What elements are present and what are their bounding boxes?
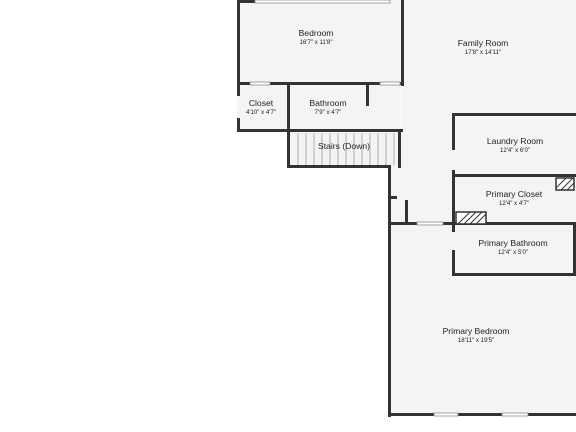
room-name: Stairs (Down) <box>318 141 370 151</box>
room-name: Primary Bathroom <box>478 238 547 248</box>
room-dimensions: 7'9" x 4'7" <box>315 109 342 116</box>
walls <box>237 0 576 417</box>
room-dimensions: 18'11" x 19'5" <box>458 337 494 344</box>
hatched-fixture-2 <box>455 211 487 225</box>
stairs-treads <box>297 133 395 165</box>
hatched-fixture-1 <box>555 177 575 191</box>
room-laundry-room: Laundry Room 12'4" x 6'0" <box>487 136 543 154</box>
windows <box>249 0 529 417</box>
room-primary-closet: Primary Closet 12'4" x 4'7" <box>486 189 543 207</box>
room-name: Closet <box>249 98 274 108</box>
room-name: Primary Bedroom <box>443 326 510 336</box>
room-primary-bathroom: Primary Bathroom 12'4" x 5'0" <box>478 238 547 256</box>
room-bedroom: Bedroom 16'7" x 11'8" <box>299 28 334 46</box>
room-name: Bathroom <box>309 98 346 108</box>
room-dimensions: 12'4" x 6'0" <box>500 147 530 154</box>
room-primary-bedroom: Primary Bedroom 18'11" x 19'5" <box>443 326 510 344</box>
room-name: Bedroom <box>299 28 334 38</box>
door-openings <box>237 96 455 250</box>
room-name: Family Room <box>458 38 509 48</box>
room-family-room: Family Room 17'8" x 14'11" <box>458 38 509 56</box>
room-closet: Closet 4'10" x 4'7" <box>246 98 276 116</box>
room-dimensions: 4'10" x 4'7" <box>246 109 276 116</box>
room-name: Laundry Room <box>487 136 543 146</box>
room-dimensions: 16'7" x 11'8" <box>300 39 333 46</box>
room-stairs: Stairs (Down) <box>318 141 370 151</box>
room-dimensions: 17'8" x 14'11" <box>465 49 501 56</box>
room-dimensions: 12'4" x 4'7" <box>499 200 529 207</box>
room-dimensions: 12'4" x 5'0" <box>498 249 528 256</box>
room-bathroom: Bathroom 7'9" x 4'7" <box>309 98 346 116</box>
room-name: Primary Closet <box>486 189 543 199</box>
